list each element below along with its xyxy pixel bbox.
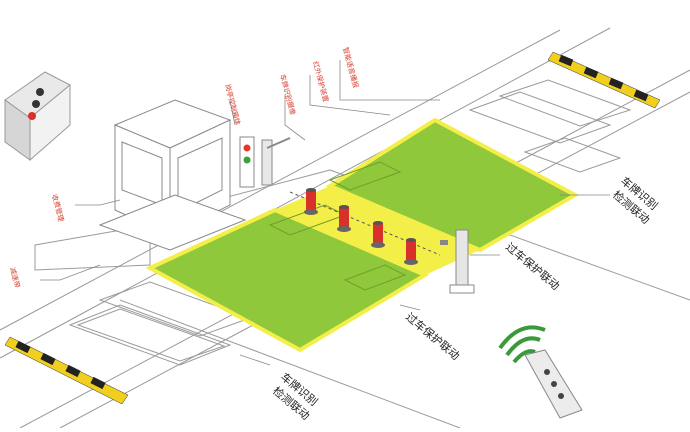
callout-label: 收费管理 [50,193,66,222]
pass-protect-label: 过车保护联动 [403,310,463,363]
plate-camera-icon [440,229,475,294]
control-box-icon [4,71,71,162]
callout-label: 车牌识别摄像 [278,73,298,116]
pass-protect-label: 过车保护联动 [503,240,563,293]
speed-bump-icon [4,336,129,405]
traffic-light-icon [239,136,255,188]
rising-bollard-icon [304,188,318,215]
callout-label: 减速带 [8,266,22,289]
rising-bollard-icon [337,205,351,232]
guard-booth-icon [98,99,247,251]
callout-label: 红外保护装置 [311,60,331,103]
speed-bump-icon [547,51,661,109]
barrier-gate-icon [261,137,291,186]
callout-lines [40,60,610,366]
callout-label: 智能语音播报 [341,46,361,89]
wireless-signal-icon [498,325,546,364]
bollard-group [304,188,418,265]
rising-bollard-icon [404,238,418,265]
remote-control-icon [524,349,583,419]
parking-slots [34,79,632,366]
rising-bollard-icon [371,221,385,248]
